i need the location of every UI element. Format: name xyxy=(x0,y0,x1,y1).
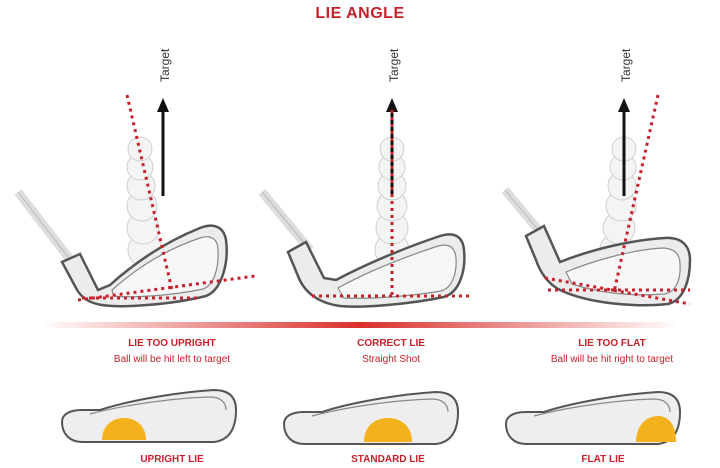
sole-view-flat xyxy=(504,390,682,445)
diagram-title: LIE ANGLE xyxy=(315,5,405,22)
caption-subtitle: Ball will be hit left to target xyxy=(113,354,231,365)
bottom-label-standard: STANDARD LIE xyxy=(351,454,425,465)
ball-stack xyxy=(126,136,163,268)
caption-title: LIE TOO FLAT xyxy=(578,338,646,349)
caption-subtitle: Ball will be hit right to target xyxy=(550,354,674,365)
caption-title: LIE TOO UPRIGHT xyxy=(128,338,216,349)
target-label-correct: Target xyxy=(387,48,401,82)
caption-subtitle: Straight Shot xyxy=(362,354,420,365)
target-label-flat: Target xyxy=(619,48,633,82)
bottom-label-flat: FLAT LIE xyxy=(581,454,625,465)
caption-flat: LIE TOO FLAT Ball will be hit right to t… xyxy=(502,337,720,366)
club-flat xyxy=(501,94,692,307)
caption-upright: LIE TOO UPRIGHT Ball will be hit left to… xyxy=(62,337,282,366)
sole-view-standard xyxy=(282,390,460,445)
ground-line xyxy=(40,322,680,328)
caption-title: CORRECT LIE xyxy=(357,338,425,349)
sole-view-upright xyxy=(60,388,238,443)
club-correct xyxy=(258,98,470,308)
bottom-label-upright: UPRIGHT LIE xyxy=(140,454,204,465)
caption-correct: CORRECT LIE Straight Shot xyxy=(281,337,501,366)
target-label-upright: Target xyxy=(158,48,172,82)
club-upright xyxy=(14,94,256,308)
